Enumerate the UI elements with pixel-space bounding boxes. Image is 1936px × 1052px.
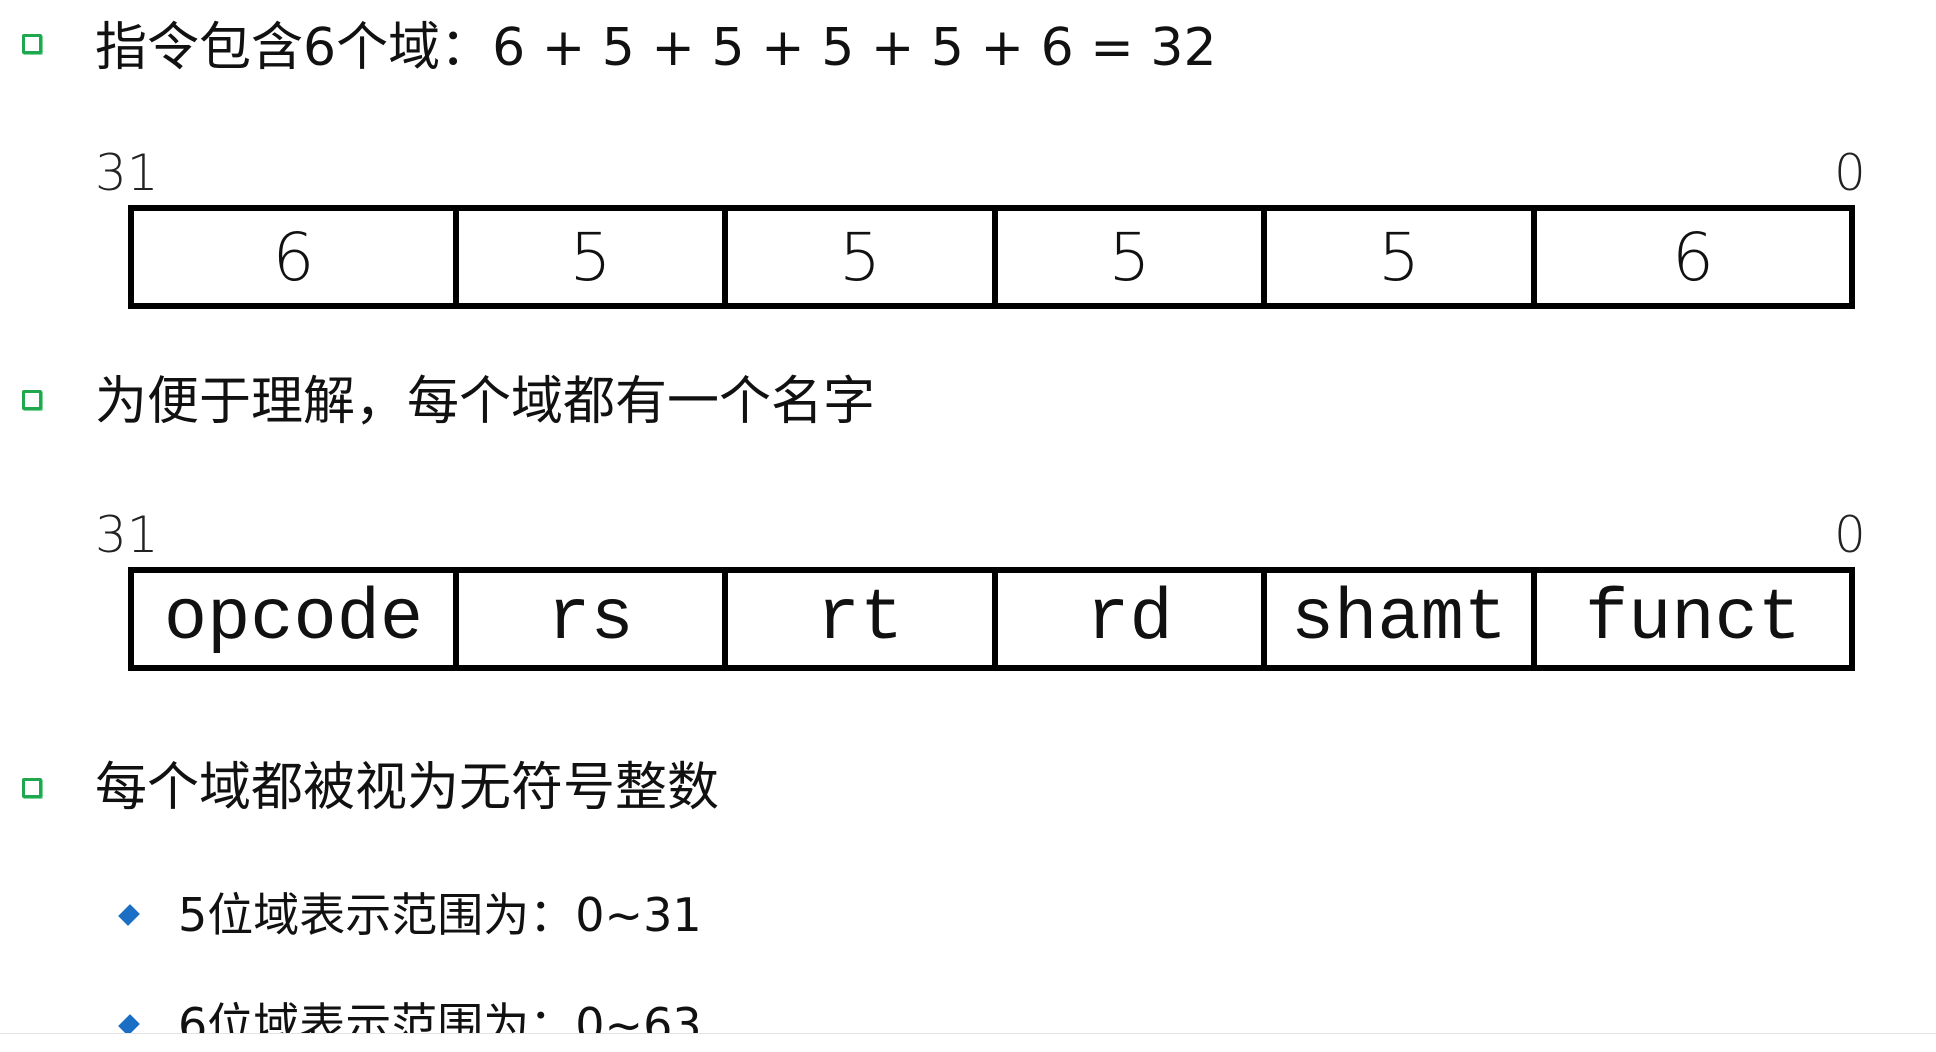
high-bit-label: 31 bbox=[95, 506, 159, 564]
field-width-diagram: 6 5 5 5 5 6 bbox=[128, 205, 1855, 309]
sub-bullet-5bit-range: 5位域表示范围为：0~31 bbox=[178, 888, 702, 942]
field-name-diagram: opcode rs rt rd shamt funct bbox=[128, 567, 1855, 671]
square-bullet-icon bbox=[22, 778, 42, 798]
low-bit-label: 0 bbox=[1834, 506, 1866, 564]
field-width-cell: 5 bbox=[728, 211, 998, 303]
low-bit-label: 0 bbox=[1834, 144, 1866, 202]
field-name-cell: opcode bbox=[134, 573, 459, 665]
field-name-cell: funct bbox=[1584, 578, 1802, 660]
bullet-unsigned: 每个域都被视为无符号整数 bbox=[95, 758, 720, 818]
field-name-cell: rs bbox=[459, 573, 728, 665]
field-width-cell: 6 bbox=[134, 211, 459, 303]
square-bullet-icon bbox=[22, 390, 42, 410]
square-bullet-icon bbox=[22, 34, 42, 54]
field-width-cell: 5 bbox=[459, 211, 728, 303]
field-width-cell: 5 bbox=[998, 211, 1267, 303]
high-bit-label: 31 bbox=[95, 144, 159, 202]
bottom-edge bbox=[0, 1033, 1936, 1048]
field-name-cell: rt bbox=[728, 573, 998, 665]
field-width-cell: 6 bbox=[1672, 218, 1714, 296]
bullet-field-names: 为便于理解，每个域都有一个名字 bbox=[95, 372, 876, 432]
diamond-bullet-icon bbox=[118, 904, 140, 926]
field-name-cell: shamt bbox=[1267, 573, 1537, 665]
field-name-cell: rd bbox=[998, 573, 1267, 665]
bullet-fields-count: 指令包含6个域：6 + 5 + 5 + 5 + 5 + 6 = 32 bbox=[95, 18, 1217, 78]
field-width-cell: 5 bbox=[1267, 211, 1537, 303]
